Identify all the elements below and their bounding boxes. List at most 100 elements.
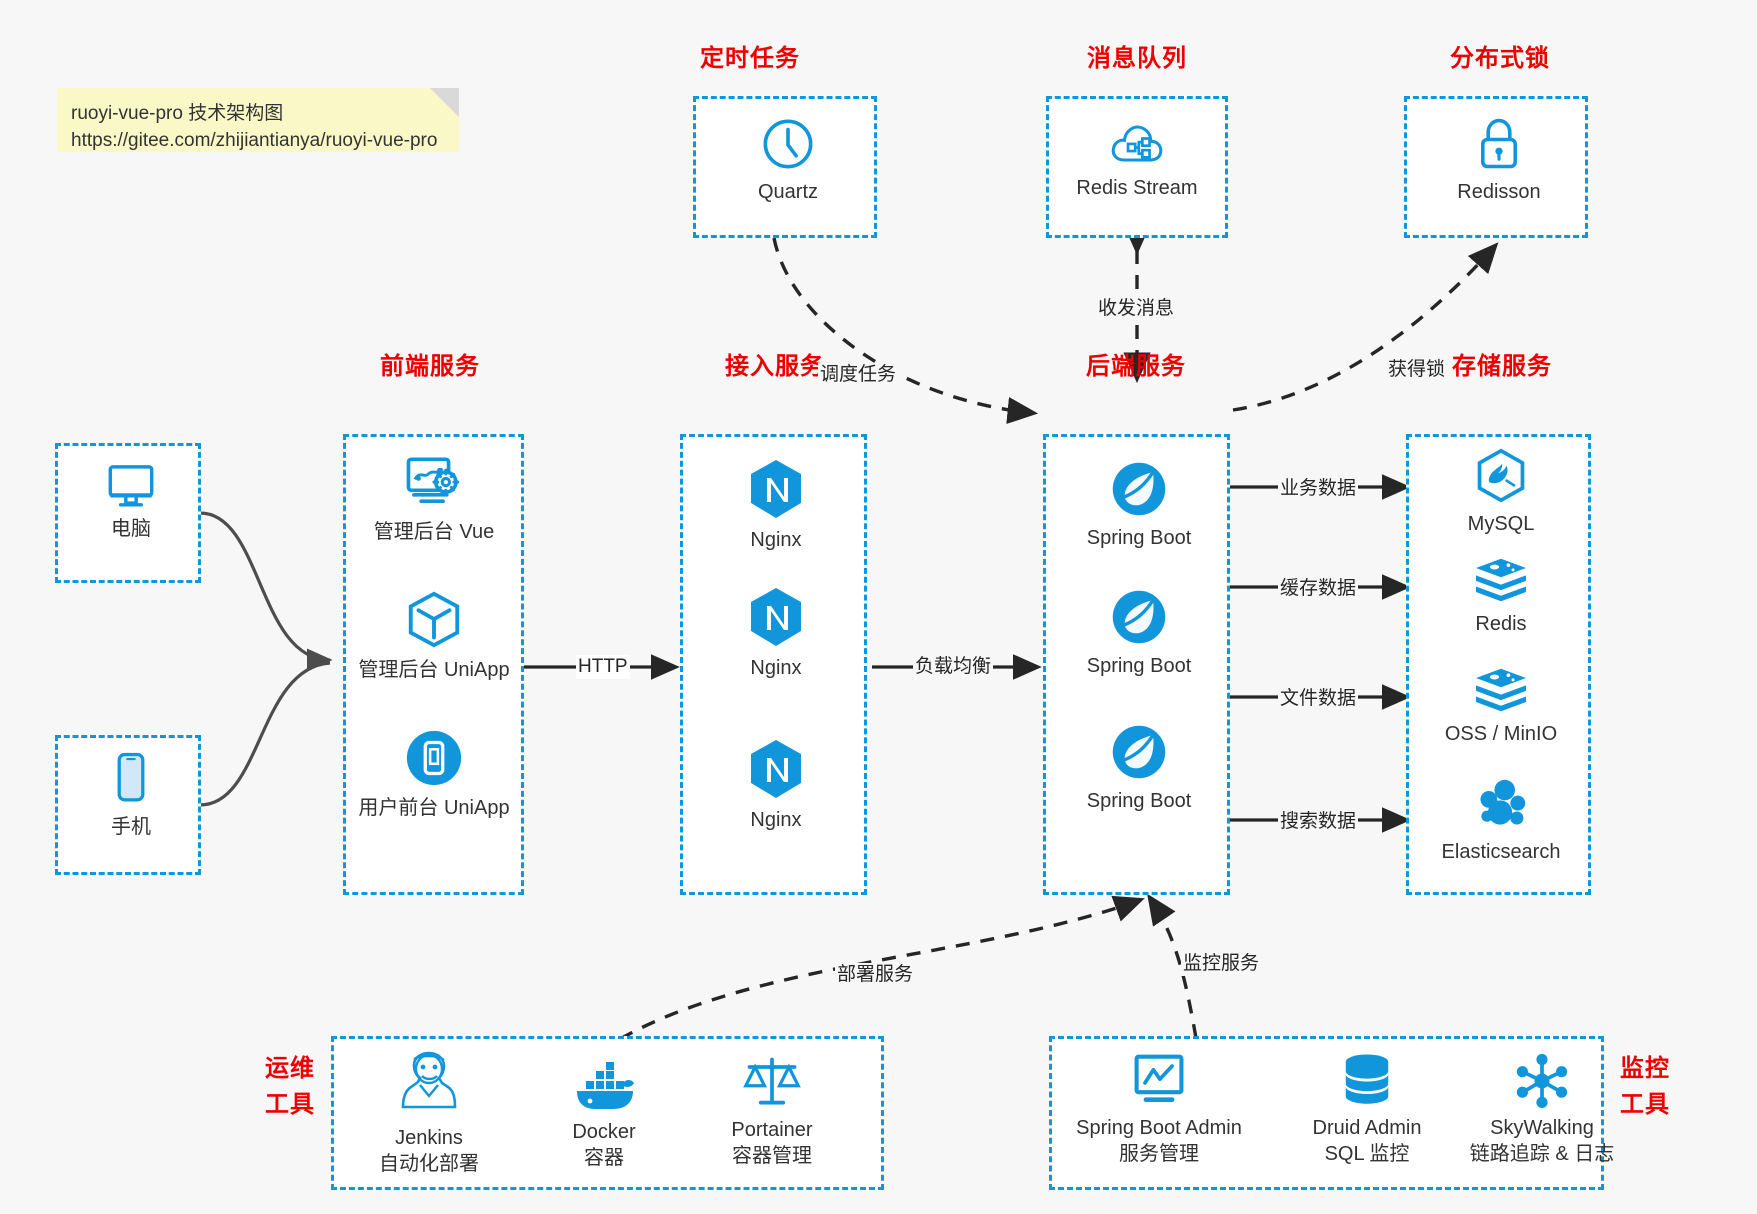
diagram-note: ruoyi-vue-pro 技术架构图 https://gitee.com/zh… — [57, 88, 459, 152]
skywalking-icon — [1516, 1053, 1568, 1109]
client-box-desktop: 电脑 — [55, 443, 201, 583]
node-admin-uniapp[interactable]: 管理后台 UniApp — [354, 589, 514, 683]
node-mobile[interactable]: 手机 — [51, 750, 211, 840]
devops-caption-line2: 工具 — [265, 1091, 315, 1118]
spring-boot-icon — [1112, 590, 1166, 644]
desktop-icon — [108, 465, 154, 507]
client-box-mobile: 手机 — [55, 735, 201, 875]
node-label: Spring Boot Admin — [1076, 1117, 1242, 1139]
docker-icon — [577, 1062, 634, 1109]
node-sublabel: SQL 监控 — [1324, 1143, 1410, 1165]
node-label: Druid Admin — [1312, 1117, 1422, 1139]
oss-icon — [1476, 668, 1526, 712]
node-desktop[interactable]: 电脑 — [51, 460, 211, 542]
monitor-chart-icon — [1134, 1054, 1184, 1102]
node-label: 电脑 — [111, 518, 151, 540]
node-redis-stream[interactable]: Redis Stream — [1057, 117, 1217, 201]
node-label: Spring Boot — [1086, 790, 1192, 812]
node-label: Elasticsearch — [1441, 841, 1561, 863]
group-box-lock: Redisson — [1404, 96, 1588, 238]
node-label: Nginx — [750, 657, 802, 679]
node-label: Redis — [1475, 613, 1527, 635]
node-spring-boot-2[interactable]: Spring Boot — [1059, 587, 1219, 679]
node-label: SkyWalking — [1490, 1117, 1594, 1139]
group-caption-lock: 分布式锁 — [1450, 45, 1550, 72]
node-spring-boot-admin[interactable]: Spring Boot Admin 服务管理 — [1059, 1053, 1259, 1167]
nginx-icon — [751, 740, 801, 798]
edge-label-cache-data: 缓存数据 — [1278, 577, 1359, 601]
node-oss-minio[interactable]: OSS / MinIO — [1421, 665, 1581, 747]
node-label: Quartz — [757, 181, 819, 203]
node-docker[interactable]: Docker 容器 — [524, 1061, 684, 1171]
edge-label-send-receive-message: 收发消息 — [1096, 297, 1177, 321]
node-admin-vue[interactable]: 管理后台 Vue — [354, 453, 514, 545]
node-label: Jenkins — [395, 1127, 463, 1149]
group-box-scheduler: Quartz — [693, 96, 877, 238]
group-box-frontend: 管理后台 Vue 管理后台 UniApp 用户前台 UniApp — [343, 434, 524, 895]
group-box-monitor: Spring Boot Admin 服务管理 Druid Admin SQL 监… — [1049, 1036, 1614, 1190]
elasticsearch-icon — [1480, 779, 1526, 825]
node-sublabel: 链路追踪 & 日志 — [1469, 1143, 1615, 1165]
node-sublabel: 容器管理 — [732, 1145, 812, 1167]
node-label: OSS / MinIO — [1444, 723, 1558, 745]
node-sublabel: 容器 — [584, 1147, 624, 1169]
node-nginx-2[interactable]: Nginx — [696, 585, 856, 681]
group-box-gateway: Nginx Nginx Nginx — [680, 434, 867, 895]
group-box-devops: Jenkins 自动化部署 Docker 容器 — [331, 1036, 884, 1190]
edge-label-deploy-service: 部署服务 — [835, 963, 916, 987]
mobile-icon — [117, 752, 145, 802]
dashboard-gear-icon — [406, 457, 460, 504]
node-label: Portainer — [731, 1119, 813, 1141]
cloud-stream-icon — [1111, 125, 1163, 162]
edge-label-search-data: 搜索数据 — [1278, 810, 1359, 834]
node-jenkins[interactable]: Jenkins 自动化部署 — [349, 1051, 509, 1177]
group-box-backend: Spring Boot Spring Boot Spring Boot — [1043, 434, 1230, 895]
node-label: Spring Boot — [1086, 655, 1192, 677]
node-elasticsearch[interactable]: Elasticsearch — [1421, 777, 1581, 865]
node-sublabel: 服务管理 — [1119, 1143, 1199, 1165]
database-icon — [1345, 1054, 1389, 1104]
node-redisson[interactable]: Redisson — [1419, 115, 1579, 205]
lock-icon — [1481, 118, 1517, 169]
edge-label-monitor-service: 监控服务 — [1181, 952, 1262, 976]
group-box-mq: Redis Stream — [1046, 96, 1228, 238]
node-label: 管理后台 UniApp — [358, 659, 510, 681]
node-nginx-3[interactable]: Nginx — [696, 737, 856, 833]
group-caption-frontend: 前端服务 — [380, 353, 480, 380]
node-spring-boot-3[interactable]: Spring Boot — [1059, 722, 1219, 814]
node-druid-admin[interactable]: Druid Admin SQL 监控 — [1277, 1053, 1457, 1167]
cube-icon — [408, 591, 460, 648]
mysql-icon — [1477, 448, 1525, 503]
node-sublabel: 自动化部署 — [379, 1153, 479, 1175]
group-caption-backend: 后端服务 — [1086, 353, 1186, 380]
node-portainer[interactable]: Portainer 容器管理 — [692, 1053, 852, 1169]
redis-icon — [1476, 558, 1526, 602]
monitor-caption-line1: 监控 — [1620, 1055, 1670, 1082]
node-label: 管理后台 Vue — [373, 521, 495, 543]
group-box-storage: MySQL Redis OSS / MinIO — [1406, 434, 1591, 895]
group-caption-devops: 运维 工具 — [255, 1051, 325, 1123]
node-label: Nginx — [750, 529, 802, 551]
nginx-icon — [751, 588, 801, 646]
node-user-uniapp[interactable]: 用户前台 UniApp — [354, 727, 514, 821]
edge-label-http: HTTP — [576, 655, 630, 679]
group-caption-gateway: 接入服务 — [725, 353, 825, 380]
jenkins-icon — [401, 1051, 457, 1109]
spring-boot-icon — [1112, 462, 1166, 516]
node-label: Redisson — [1457, 181, 1541, 203]
note-title: ruoyi-vue-pro 技术架构图 — [71, 103, 284, 124]
scales-icon — [743, 1057, 801, 1105]
node-skywalking[interactable]: SkyWalking 链路追踪 & 日志 — [1442, 1053, 1642, 1167]
node-spring-boot-1[interactable]: Spring Boot — [1059, 459, 1219, 551]
node-mysql[interactable]: MySQL — [1421, 447, 1581, 537]
node-redis[interactable]: Redis — [1421, 555, 1581, 637]
node-nginx-1[interactable]: Nginx — [696, 457, 856, 553]
node-quartz[interactable]: Quartz — [708, 115, 868, 205]
node-label: Nginx — [750, 809, 802, 831]
node-label: Redis Stream — [1076, 177, 1198, 199]
group-caption-mq: 消息队列 — [1087, 45, 1187, 72]
edge-label-business-data: 业务数据 — [1278, 477, 1359, 501]
clock-icon — [763, 119, 813, 169]
edge-label-schedule-task: 调度任务 — [818, 363, 899, 387]
